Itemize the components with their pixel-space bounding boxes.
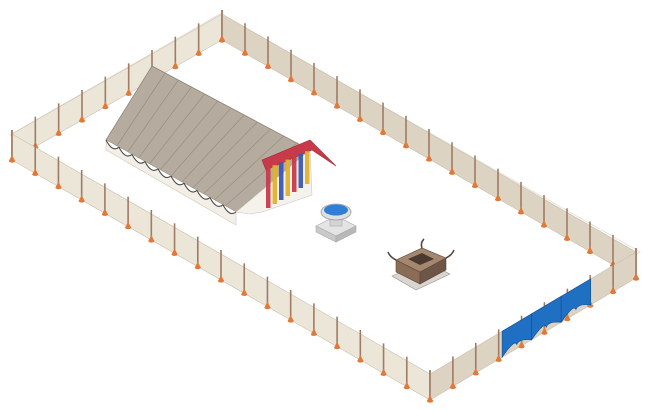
fence-post-foot <box>264 301 271 308</box>
fence-post-foot <box>541 327 548 334</box>
fence-post-foot <box>194 261 201 268</box>
roof-fold-line <box>149 93 205 165</box>
tent-entrance-curtain <box>266 151 310 208</box>
fence-post-foot <box>426 154 432 160</box>
roof-fold-line <box>214 135 284 201</box>
fence-post-foot <box>427 395 433 401</box>
fence-post-foot <box>587 246 593 253</box>
fence-post-foot <box>79 115 85 121</box>
tent-roof-stripes <box>116 72 298 207</box>
fence-post-foot <box>148 235 155 241</box>
roof-fold-line <box>181 114 245 183</box>
fence-post-foot <box>357 355 364 361</box>
fence-post-foot <box>334 101 340 108</box>
curtain-stripe <box>305 151 310 184</box>
fence-post-foot <box>380 127 386 134</box>
curtain-stripe <box>285 159 290 196</box>
altar-grate <box>408 253 434 265</box>
fence-post-foot <box>172 61 179 68</box>
gate-curtain-panel <box>531 295 562 341</box>
fence-post-foot <box>310 328 317 335</box>
laver-water <box>324 204 348 216</box>
tent-scallop <box>157 168 172 179</box>
fence-back <box>9 10 639 281</box>
fence-post-foot <box>495 193 501 200</box>
roof-fold-line <box>138 86 192 159</box>
fence-post-foot <box>241 288 248 295</box>
roof-fold-line <box>192 121 258 189</box>
gate-curtain-panel <box>501 313 532 359</box>
fence-post-foot <box>101 208 108 215</box>
tent-scallops <box>105 139 237 215</box>
fence-post-foot <box>218 275 224 281</box>
tent-scallop <box>183 182 198 193</box>
fence-post-foot <box>357 114 363 121</box>
fence-post-foot <box>541 220 547 227</box>
fence-post-foot <box>610 286 617 293</box>
tent-scallop <box>118 146 133 157</box>
fence-post-foot <box>55 128 62 135</box>
fence-post-foot <box>125 88 132 95</box>
tent-scallop <box>131 154 146 164</box>
fence-post-foot <box>265 61 271 68</box>
fence-post-foot <box>288 74 294 81</box>
tent-icon <box>105 65 337 226</box>
fence-post-foot <box>472 367 479 374</box>
fence-post-foot <box>449 381 456 388</box>
roof-fold-line <box>203 128 271 195</box>
fence-post-foot <box>518 206 524 213</box>
tent-scallop <box>105 139 120 150</box>
roof-fold-line <box>127 79 179 153</box>
fence-post-foot <box>32 168 39 175</box>
fence-post-foot <box>195 48 202 55</box>
gate-icon <box>501 278 591 359</box>
fence-post-foot <box>334 341 341 348</box>
roof-fold-line <box>116 72 166 147</box>
laver-icon <box>315 203 357 243</box>
fence-post-foot <box>495 354 502 361</box>
fence-post-foot <box>449 167 455 174</box>
roof-fold-line <box>170 107 232 177</box>
altar-horn-left <box>387 251 397 261</box>
fence-post-foot <box>125 221 132 228</box>
fence-post-foot <box>219 35 225 41</box>
fence-post-foot <box>242 48 248 55</box>
fence-post-foot <box>380 368 387 375</box>
fence-post-foot <box>171 248 178 255</box>
fence-post-foot <box>564 313 571 320</box>
tent-scallop <box>196 190 211 200</box>
fence-post-foot <box>55 181 62 188</box>
curtain-stripe <box>292 156 297 192</box>
fence-post-foot <box>287 315 294 321</box>
fence-post-foot <box>633 273 639 279</box>
roof-fold-line <box>159 100 219 171</box>
tent-scallop <box>222 204 237 215</box>
fence-post-foot <box>518 340 525 347</box>
tent-scallop <box>170 175 185 186</box>
fence-post-foot <box>78 195 85 201</box>
curtain-stripe <box>272 165 277 204</box>
altar-icon <box>387 238 455 291</box>
fence-post-foot <box>472 180 478 187</box>
fence-post-foot <box>564 233 570 240</box>
gate-curtain-panel <box>560 278 591 324</box>
laver-base-right <box>335 225 357 243</box>
fence-post-foot <box>102 101 109 108</box>
curtain-stripe <box>279 162 284 200</box>
tent-scallop <box>144 161 159 171</box>
fence-post-foot <box>403 140 409 147</box>
fence-post-foot <box>403 381 410 388</box>
fence-post-foot <box>9 155 15 161</box>
curtain-stripe <box>298 154 303 188</box>
fence-post-foot <box>311 87 317 94</box>
curtain-stripe <box>266 168 271 208</box>
altar-horn-back <box>420 238 425 249</box>
altar-horn-right <box>445 249 455 259</box>
tent-scallop <box>209 197 224 207</box>
